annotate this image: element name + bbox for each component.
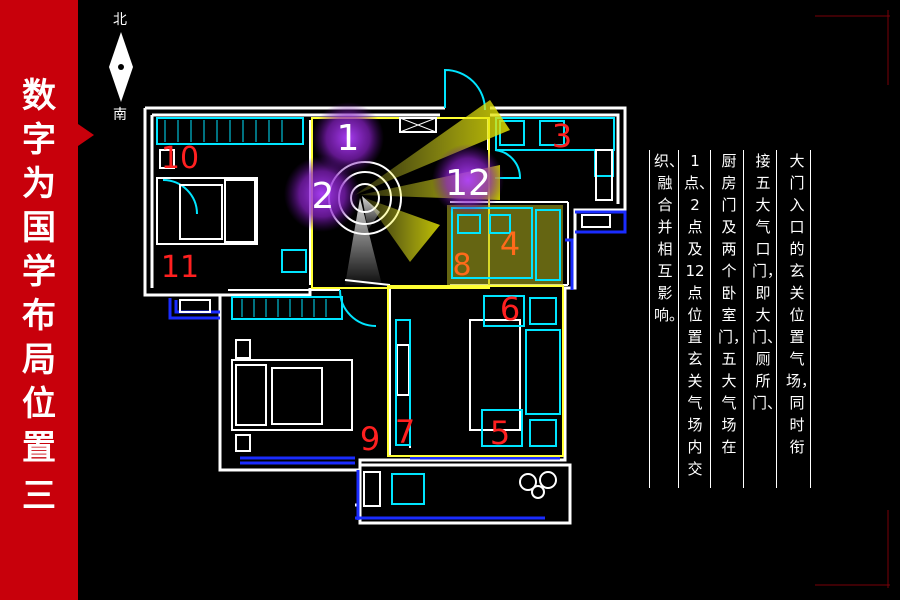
zone-label: 8: [452, 248, 471, 283]
zone-label: 10: [161, 141, 199, 176]
description-column: 厨房门及两个卧室门，五大气场在: [718, 152, 749, 456]
text-divider: [678, 150, 679, 488]
energy-glows: [284, 102, 504, 232]
compass-south-label: 南: [113, 107, 127, 123]
title-char: 字: [22, 120, 56, 160]
zone-label: 5: [490, 414, 510, 452]
zone-label: 11: [161, 250, 199, 285]
title-char: 局: [22, 340, 56, 380]
zone-label: 6: [500, 290, 520, 328]
bath-furniture: [451, 207, 561, 281]
balcony-items: [179, 214, 611, 507]
bedroom-top-furniture: [156, 117, 307, 273]
title-char: 布: [22, 296, 56, 336]
description-column: 织、融合并相互影响。: [654, 152, 685, 324]
kitchen-zone-fill: [447, 205, 563, 285]
zone-label: 7: [395, 413, 415, 451]
description-column: 大门入口的玄关位置气场，同时衔: [786, 152, 817, 456]
zone-label: 12: [445, 163, 491, 204]
zone-label: 9: [360, 420, 380, 458]
zone-label: 2: [312, 176, 335, 217]
text-divider: [743, 150, 744, 488]
bedroom-bottom-furniture: [231, 296, 353, 452]
zone-label: 4: [500, 225, 520, 263]
text-divider: [649, 150, 650, 488]
description-column: 接五大气口门，即大门、厕所门、: [752, 152, 783, 412]
sidebar-arrow: [78, 124, 94, 146]
title-char: 为: [22, 164, 56, 204]
balcony-lines: [168, 210, 627, 520]
zone-label: 3: [552, 117, 572, 155]
title-char: 数: [22, 76, 56, 116]
text-divider: [776, 150, 777, 488]
title-char: 位: [22, 384, 56, 424]
sidebar-title: 数 字 为 国 学 布 局 位 置 三: [0, 74, 78, 518]
living-room-furniture: [395, 295, 561, 447]
zone-numbers: 1 2 12 3 10 11 4 8 6 7 9 5: [161, 117, 572, 458]
title-numeral: 三: [22, 476, 56, 516]
title-char: 置: [22, 428, 56, 468]
compass-north-label: 北: [113, 12, 127, 28]
zone-label: 1: [337, 118, 360, 159]
text-divider: [710, 150, 711, 488]
title-char: 学: [22, 252, 56, 292]
sidebar-panel: [0, 0, 78, 600]
outer-walls: [143, 106, 627, 525]
text-divider: [810, 150, 811, 488]
title-char: 国: [22, 208, 56, 248]
compass-needle-icon: [109, 32, 133, 102]
description-column: 1点、2点及12点位置玄关气场内交: [684, 152, 715, 478]
